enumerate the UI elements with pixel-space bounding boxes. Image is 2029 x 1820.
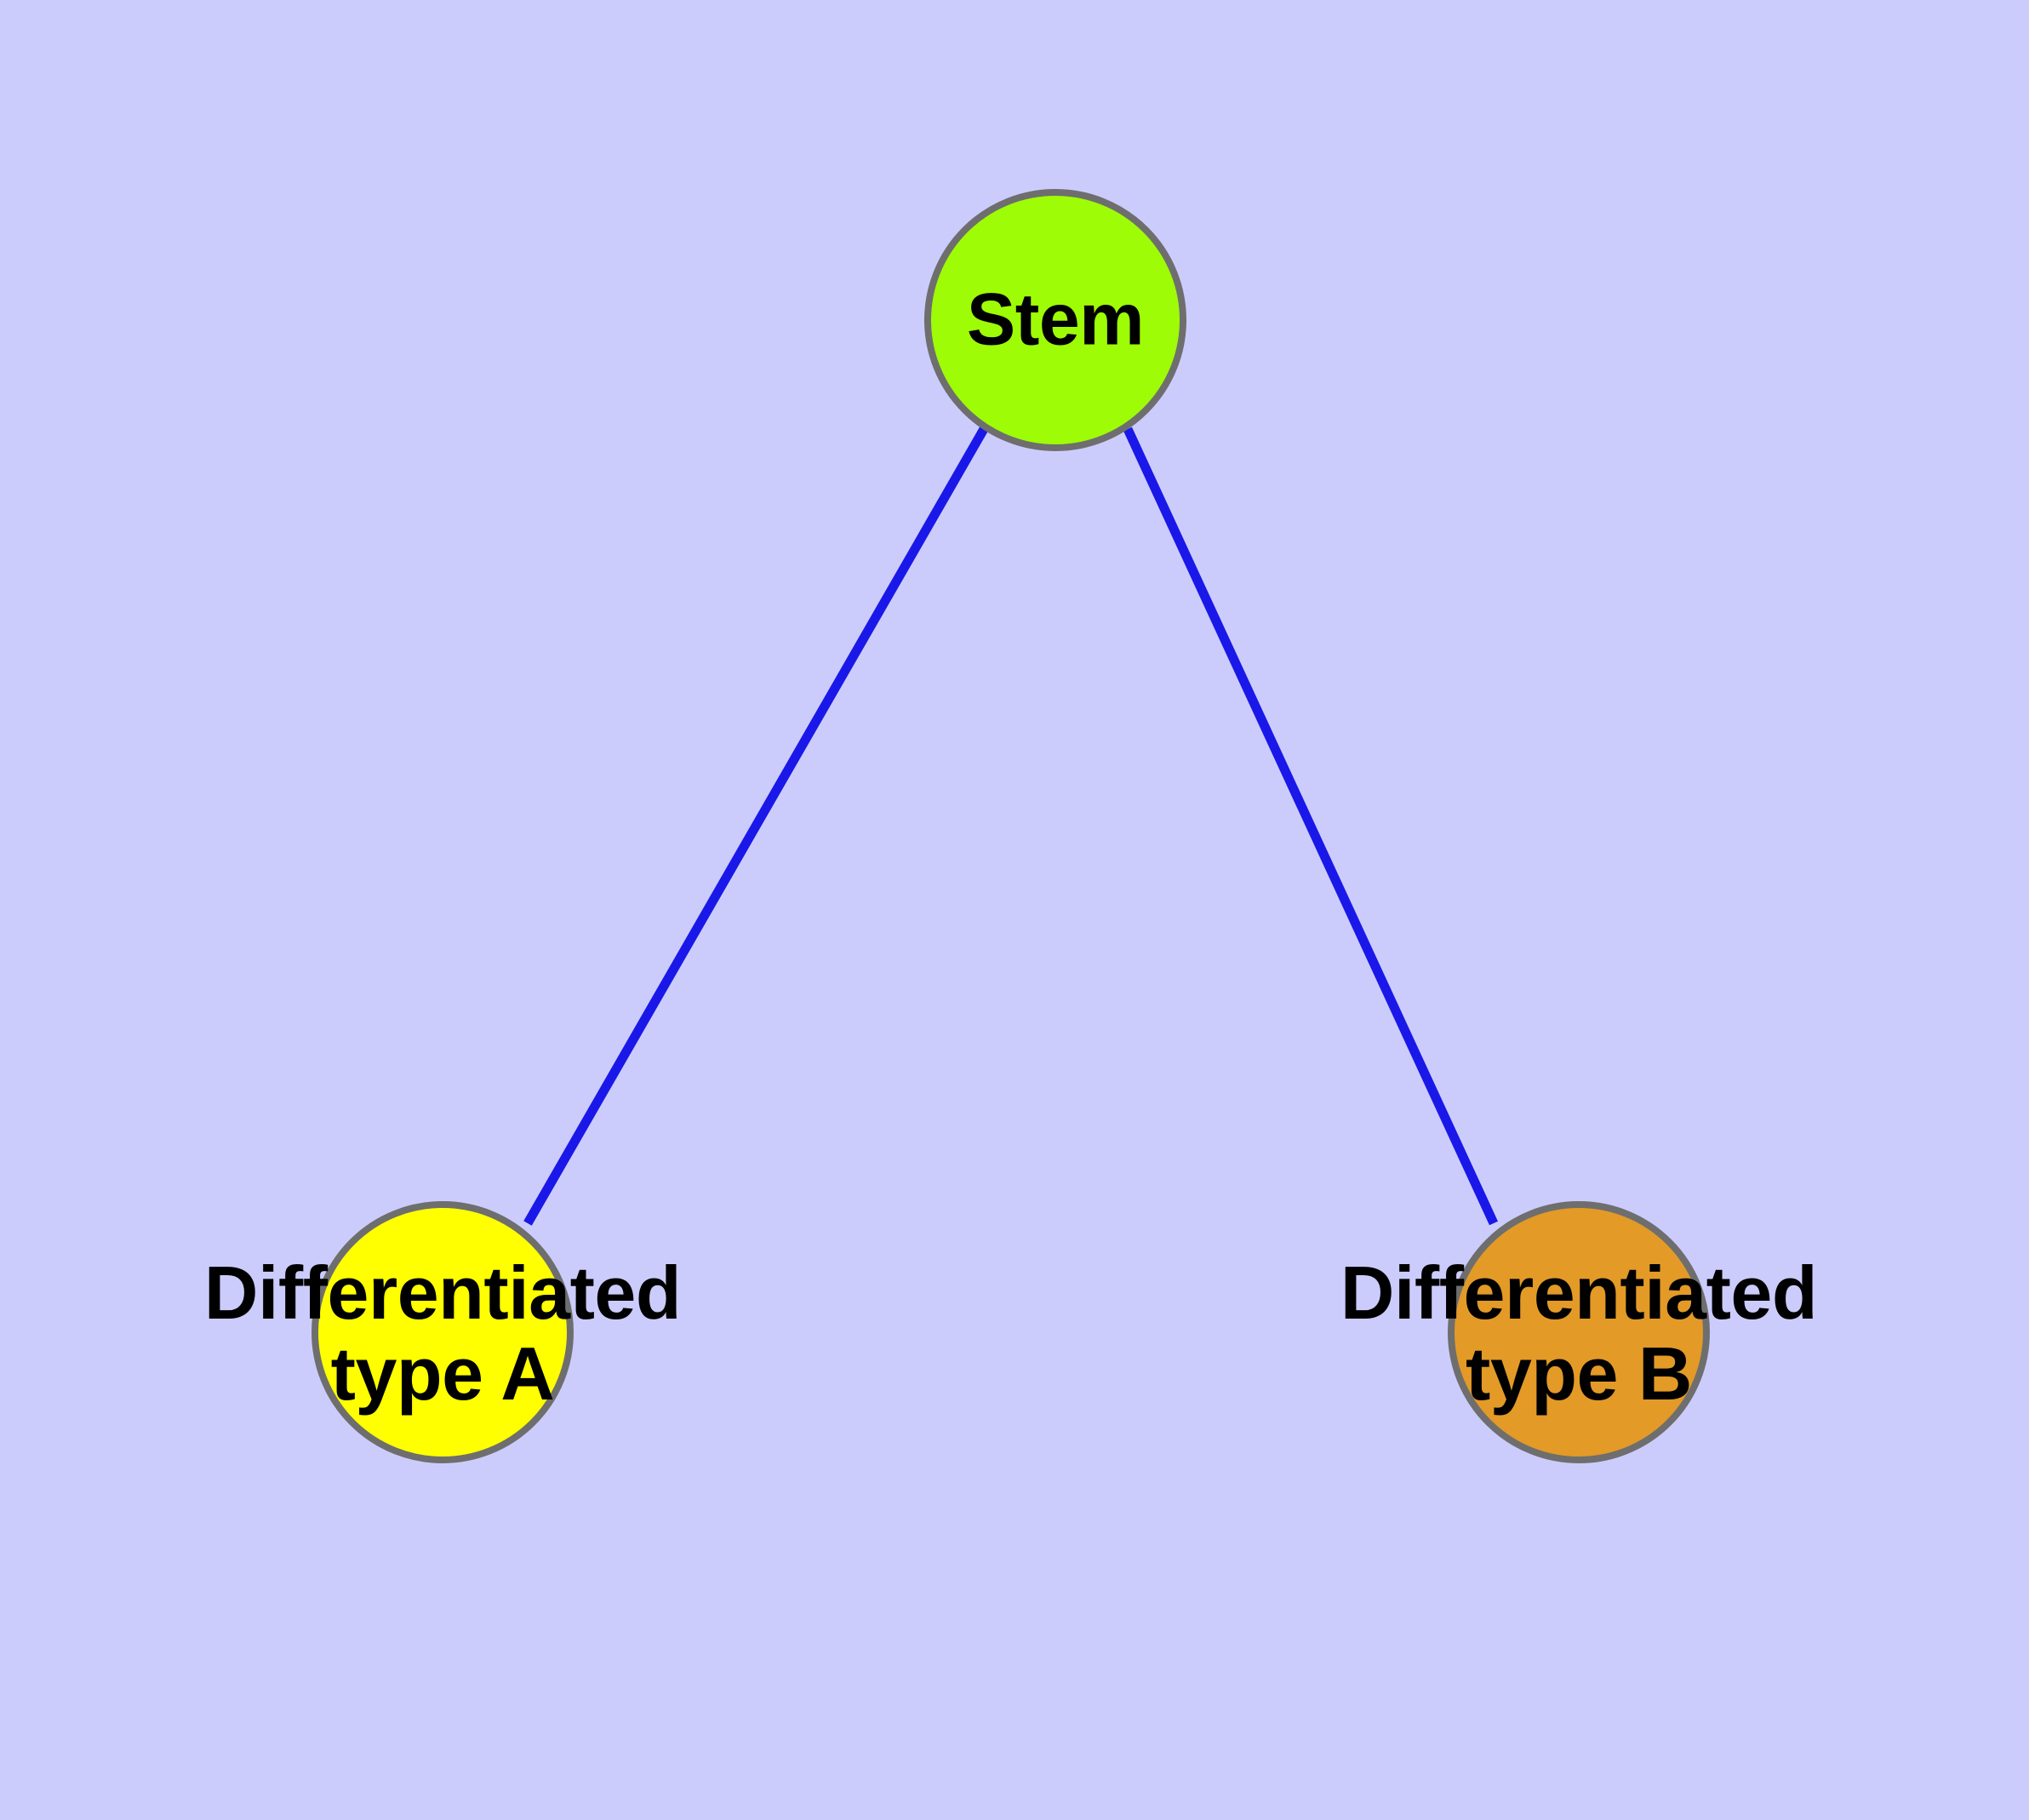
node-stem[interactable]: [924, 189, 1186, 451]
node-label-differentiated-type-a: Differentiated type A: [203, 1250, 682, 1416]
node-differentiated-type-a[interactable]: [311, 1201, 574, 1463]
edge-stem-to-differentiated-type-a: [523, 426, 988, 1226]
node-label-differentiated-type-b: Differentiated type B: [1340, 1250, 1818, 1416]
edge-stem-to-differentiated-type-b: [1123, 426, 1498, 1226]
node-differentiated-type-b[interactable]: [1448, 1201, 1710, 1463]
node-label-differentiated-type-a-line-2: type A: [330, 1331, 555, 1416]
node-label-differentiated-type-b-line-1: Differentiated: [1340, 1250, 1818, 1335]
node-label-differentiated-type-b-line-2: type B: [1466, 1331, 1692, 1416]
node-label-stem-line-1: Stem: [966, 278, 1145, 361]
node-label-differentiated-type-a-line-1: Differentiated: [203, 1250, 682, 1335]
node-label-stem: Stem: [966, 278, 1145, 361]
